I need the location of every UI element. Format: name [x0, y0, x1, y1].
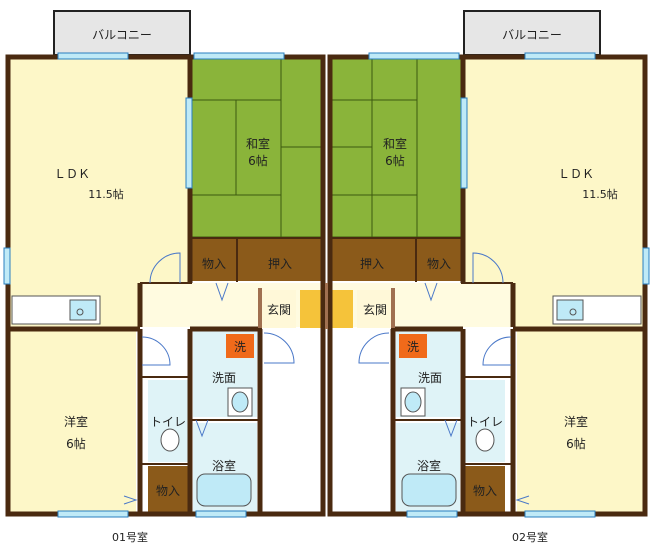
washer-01-label: 洗	[234, 340, 246, 354]
toilet-01-label: トイレ	[150, 415, 186, 429]
washitsu-01-size: 6帖	[248, 153, 268, 168]
ldk-01-size: 11.5帖	[88, 188, 124, 201]
balcony-01-label: バルコニー	[92, 28, 152, 42]
storage-02b-label: 物入	[473, 484, 497, 498]
storage-01a	[192, 239, 236, 281]
yoshitsu-02-size: 6帖	[566, 436, 586, 451]
ldk-01-label: ＬＤＫ	[54, 167, 90, 181]
yoshitsu-01	[8, 331, 136, 513]
genkan-01-step	[300, 290, 322, 328]
unit-02-label: 02号室	[512, 530, 548, 544]
washroom-01-label: 洗面	[212, 371, 236, 385]
oshiire-02	[330, 239, 415, 281]
bath-01-label: 浴室	[212, 458, 236, 473]
genkan-01-label: 玄関	[267, 302, 291, 317]
bathtub-01	[196, 473, 252, 507]
storage-02a-label: 物入	[427, 257, 451, 271]
washer-02-label: 洗	[407, 340, 419, 354]
genkan-02	[357, 290, 391, 328]
balcony-02-label: バルコニー	[502, 28, 562, 42]
balcony-01	[53, 10, 191, 56]
washroom-02-label: 洗面	[418, 371, 442, 385]
yoshitsu-01-size: 6帖	[66, 436, 86, 451]
sink-drain-02	[569, 308, 577, 316]
toilet-02-label: トイレ	[467, 415, 503, 429]
shared-entrance	[325, 283, 328, 329]
bathtub-02	[401, 473, 457, 507]
sink-01	[69, 299, 97, 321]
storage-01b-label: 物入	[156, 484, 180, 498]
genkan-02-step	[331, 290, 353, 328]
storage-02a	[417, 239, 461, 281]
sink-02	[556, 299, 584, 321]
balcony-02	[463, 10, 601, 56]
unit-02: バルコニー ＬＤＫ 11.5帖 和室 6帖 押入 物入 玄関 洗 洗面	[327, 10, 650, 544]
sink-drain-01	[76, 308, 84, 316]
washitsu-02-label: 和室	[383, 136, 407, 151]
washer-01	[226, 334, 254, 358]
washitsu-02-size: 6帖	[385, 153, 405, 168]
genkan-02-label: 玄関	[363, 302, 387, 317]
storage-01b	[148, 466, 188, 513]
oshiire-02-label: 押入	[360, 257, 384, 271]
washitsu-01-label: 和室	[246, 136, 270, 151]
oshiire-01-label: 押入	[268, 257, 292, 271]
ldk-02-label: ＬＤＫ	[558, 167, 594, 181]
bath-02-label: 浴室	[417, 458, 441, 473]
unit-01: バルコニー ＬＤＫ 11.5帖 和室 6帖 物入 押入 玄関 洗 洗面	[3, 10, 326, 544]
yoshitsu-02-label: 洋室	[564, 414, 588, 429]
ldk-02-size: 11.5帖	[582, 188, 618, 201]
unit-01-label: 01号室	[112, 530, 148, 544]
genkan-01	[262, 290, 296, 328]
oshiire-01	[238, 239, 323, 281]
yoshitsu-01-label: 洋室	[64, 414, 88, 429]
yoshitsu-02	[517, 331, 645, 513]
storage-01a-label: 物入	[202, 257, 226, 271]
storage-02b	[465, 466, 505, 513]
washer-02	[399, 334, 427, 358]
